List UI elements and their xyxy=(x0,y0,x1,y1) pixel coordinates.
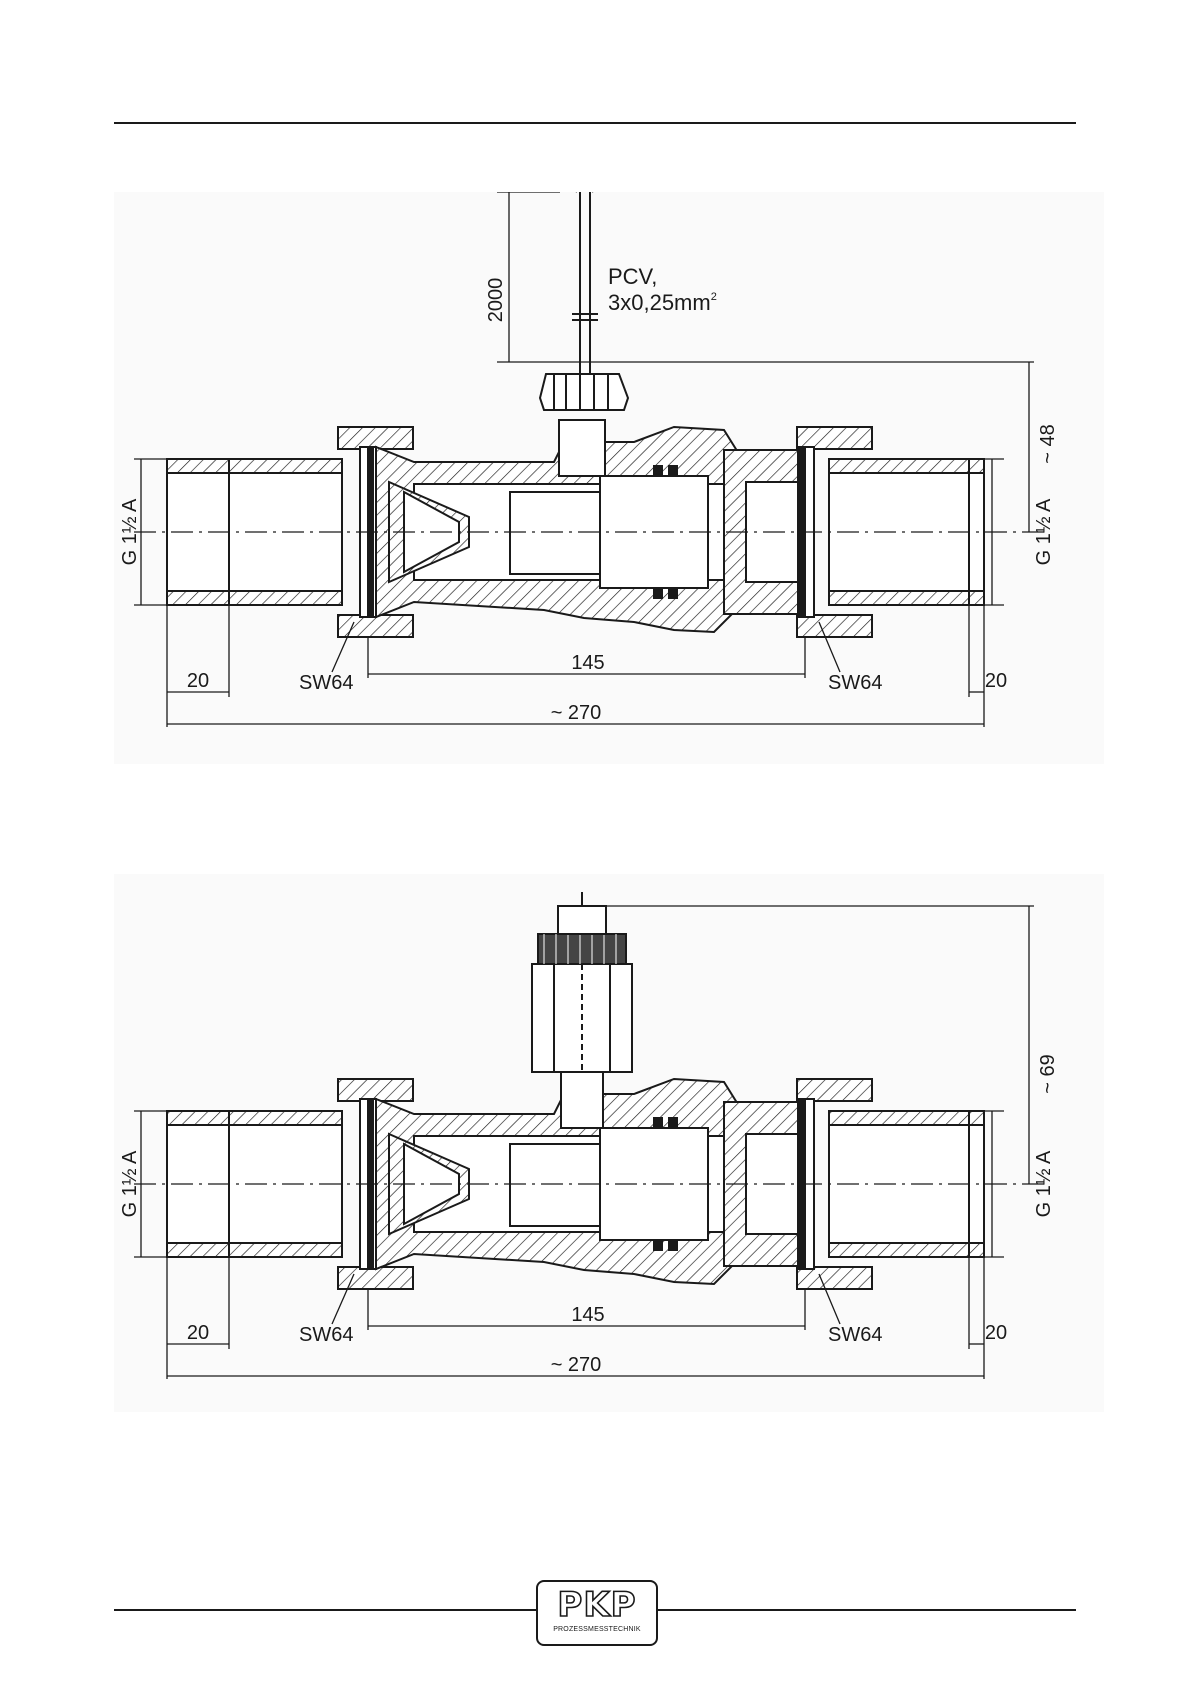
thread-label-left: G 1½ A xyxy=(119,498,141,565)
dimension-145: 145 xyxy=(571,652,604,674)
dimension-right-20: 20 xyxy=(985,1322,1007,1344)
logo-subtitle: PROZESSMESSTECHNIK xyxy=(538,1625,656,1635)
pkp-logo: PKP PROZESSMESSTECHNIK xyxy=(536,1580,658,1646)
dimension-height: ~ 48 xyxy=(1037,424,1059,463)
dimension-total: ~ 270 xyxy=(551,702,602,724)
wrench-size-left: SW64 xyxy=(299,672,353,694)
drawing-connector-version: ~ 69 G 1½ A G 1½ A SW64 SW64 20 145 20 ~… xyxy=(114,874,1104,1412)
thread-label-right: G 1½ A xyxy=(1033,1150,1055,1217)
logo-mark: PKP xyxy=(538,1585,656,1625)
dimension-left-20: 20 xyxy=(187,1322,209,1344)
dimension-total: ~ 270 xyxy=(551,1354,602,1376)
cable-spec-line1: PCV, xyxy=(608,264,657,289)
dimension-left-20: 20 xyxy=(187,670,209,692)
dimension-right-20: 20 xyxy=(985,670,1007,692)
wrench-size-left: SW64 xyxy=(299,1324,353,1346)
drawing-cable-version: 2000 PCV, 3x0,25mm2 ~ 48 G 1½ A G 1½ A S… xyxy=(114,192,1104,764)
wrench-size-right: SW64 xyxy=(828,672,882,694)
flow-sensor-body xyxy=(167,192,984,637)
dimension-2000: 2000 xyxy=(485,278,507,323)
header-rule xyxy=(114,122,1076,124)
dimension-height: ~ 69 xyxy=(1037,1054,1059,1093)
cable-spec-line2: 3x0,25mm xyxy=(608,290,711,315)
wrench-size-right: SW64 xyxy=(828,1324,882,1346)
thread-label-left: G 1½ A xyxy=(119,1150,141,1217)
thread-label-right: G 1½ A xyxy=(1033,498,1055,565)
dimension-145: 145 xyxy=(571,1304,604,1326)
cable-spec-superscript: 2 xyxy=(711,291,717,303)
flow-sensor-body xyxy=(167,892,984,1289)
svg-text:3x0,25mm2: 3x0,25mm2 xyxy=(608,290,717,315)
